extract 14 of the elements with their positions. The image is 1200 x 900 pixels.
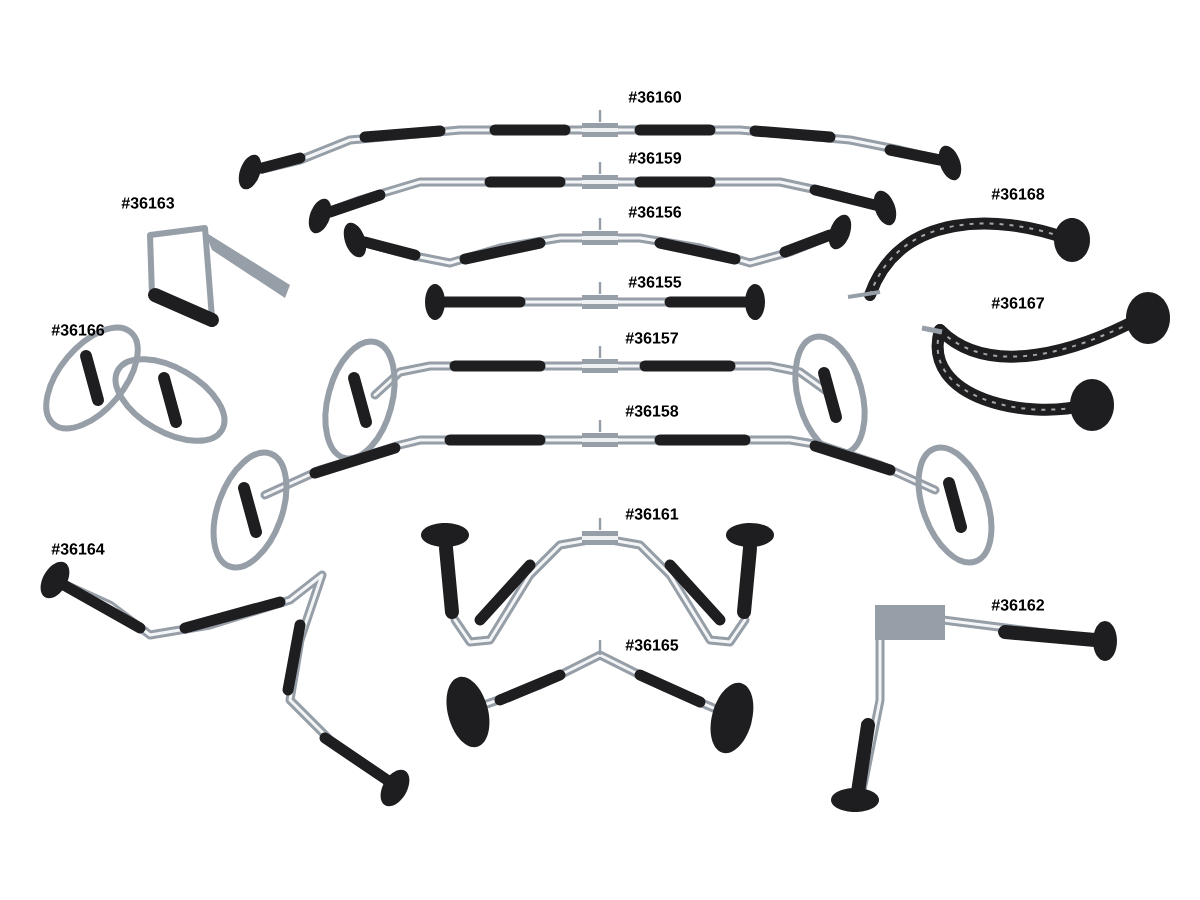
part-number: #36166 — [51, 324, 105, 336]
part-number: #36165 — [625, 639, 679, 651]
part-number: #36162 — [991, 599, 1045, 611]
part-number: #36168 — [991, 188, 1045, 200]
part-number: #36158 — [625, 405, 679, 417]
part-number: #36157 — [625, 332, 678, 344]
part-number: #36160 — [628, 91, 682, 103]
part-number: #36164 — [51, 543, 105, 555]
part-number: #36155 — [628, 276, 682, 288]
part-number: #36161 — [625, 508, 679, 520]
part-number: #36156 — [628, 206, 682, 218]
part-number: #36167 — [991, 297, 1044, 309]
part-number: #36159 — [628, 152, 682, 164]
part-number: #36163 — [121, 197, 175, 209]
